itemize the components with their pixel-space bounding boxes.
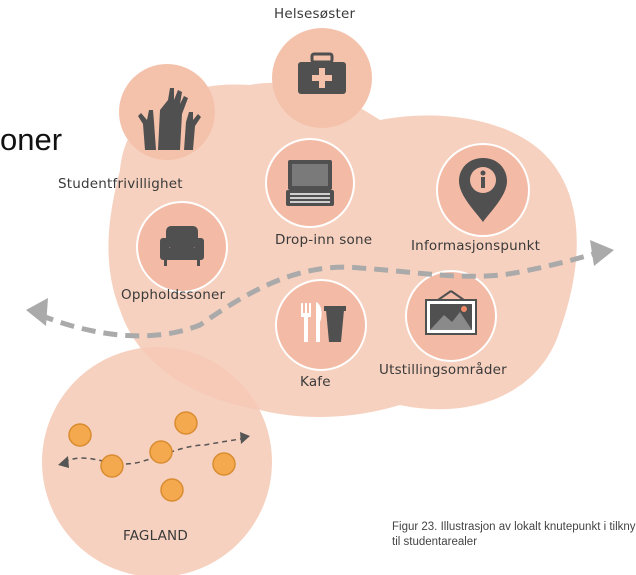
label-helsesoster: Helsesøster [274,6,356,22]
label-kafe: Kafe [300,374,331,390]
laptop-icon [286,160,334,206]
fagland-dot [212,452,236,476]
fagland-arrow-left [58,456,69,468]
partial-heading-text: oner [0,122,63,157]
armchair-icon [160,226,204,266]
flow-arrow-path [39,249,601,339]
cutlery-cup-icon [301,302,346,342]
fagland-dot [149,440,173,464]
info-pin-icon [459,158,507,222]
caption-line-2: til studentarealer [392,536,478,548]
fagland-dot [174,411,198,435]
figure-caption: Figur 23. Illustrasjon av lokalt knutepu… [392,520,636,550]
label-fagland: FAGLAND [123,528,188,544]
arrowhead-left [26,298,48,326]
fagland-dot [160,478,184,502]
kafe-circle [275,279,367,371]
fagland-dot [68,423,92,447]
caption-line-1: Figur 23. Illustrasjon av lokalt knutepu… [392,521,636,533]
picture-frame-icon [425,290,477,335]
label-oppholdssoner: Oppholdssoner [121,287,226,303]
label-dropinn: Drop-inn sone [275,232,373,248]
label-studentfrivillighet: Studentfrivillighet [58,176,183,192]
fagland-flow-path [63,437,247,465]
label-informasjonspunkt: Informasjonspunkt [411,238,541,254]
label-utstillingsomrader: Utstillingsområder [379,362,507,378]
arrowhead-right [590,240,614,266]
fagland-dot [100,454,124,478]
illustration [26,28,614,575]
first-aid-kit-icon [298,52,346,94]
raised-hands-icon [138,88,201,150]
fagland-arrow-right [240,432,250,444]
